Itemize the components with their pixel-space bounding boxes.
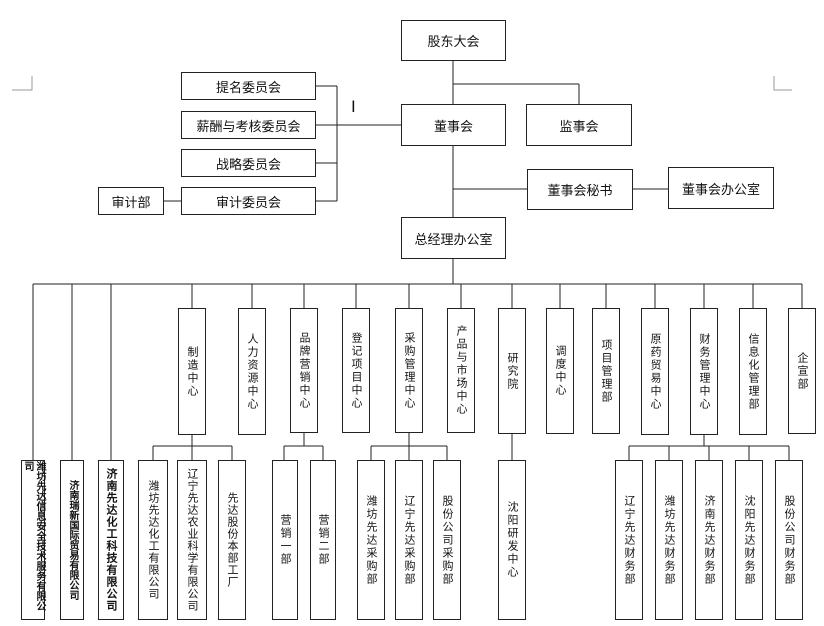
unit-label: 潍坊先达化工有限公司 xyxy=(147,480,160,600)
center-label: 人力资源中心 xyxy=(246,332,259,411)
center-label: 企宣部 xyxy=(796,351,809,391)
subsidiary-label: 济南瑞新国际贸易有限公司 xyxy=(67,480,78,600)
subsidiary-box-jinan-chem: 济南先达化工科技有限公司 xyxy=(98,460,124,620)
center-label: 原药贸易中心 xyxy=(649,332,662,411)
unit-label: 辽宁先达农业科学有限公司 xyxy=(186,468,199,612)
center-label: 调度中心 xyxy=(554,345,567,397)
text-cursor-mark: I xyxy=(351,97,356,116)
unit-label: 沈阳先达财务部 xyxy=(743,494,756,586)
unit-box-proc-liaoning: 辽宁先达采购部 xyxy=(395,460,423,620)
unit-label: 股份公司采购部 xyxy=(441,494,454,586)
unit-box-sales-2: 营销二部 xyxy=(310,460,336,620)
unit-box-proc-company: 股份公司采购部 xyxy=(433,460,461,620)
center-label: 财务管理中心 xyxy=(698,332,711,411)
center-label: 项目管理部 xyxy=(600,338,613,404)
shareholders-meeting-box: 股东大会 xyxy=(401,20,506,61)
center-box-brand-marketing: 品牌营销中心 xyxy=(290,308,318,433)
board-secretary-box: 董事会秘书 xyxy=(527,169,633,210)
board-office-box: 董事会办公室 xyxy=(668,167,774,209)
unit-label: 先达股份本部工厂 xyxy=(226,492,239,588)
unit-label: 营销一部 xyxy=(279,514,292,566)
audit-committee-box: 审计委员会 xyxy=(181,187,316,215)
unit-label: 潍坊先达财务部 xyxy=(663,494,676,586)
center-label: 采购管理中心 xyxy=(403,331,416,410)
center-box-it: 信息化管理部 xyxy=(739,308,767,435)
unit-box-fin-shenyang: 沈阳先达财务部 xyxy=(735,460,763,620)
center-box-procurement: 采购管理中心 xyxy=(395,308,423,433)
unit-label: 营销二部 xyxy=(317,514,330,566)
unit-box-shenyang-rd: 沈阳研发中心 xyxy=(498,460,526,620)
unit-box-fin-weifang: 潍坊先达财务部 xyxy=(655,460,683,620)
unit-box-fin-liaoning: 辽宁先达财务部 xyxy=(615,460,643,620)
general-manager-office-box: 总经理办公室 xyxy=(401,217,506,259)
center-box-dispatch: 调度中心 xyxy=(546,308,574,434)
compensation-committee-box: 薪酬与考核委员会 xyxy=(181,111,316,139)
unit-label: 潍坊先达采购部 xyxy=(365,494,378,586)
center-box-manufacturing: 制造中心 xyxy=(178,308,206,435)
page-corner-right xyxy=(773,76,792,91)
nomination-committee-box: 提名委员会 xyxy=(181,72,316,100)
center-label: 品牌营销中心 xyxy=(298,331,311,410)
unit-label: 股份公司财务部 xyxy=(783,494,796,586)
center-label: 产品与市场中心 xyxy=(455,325,468,416)
subsidiary-box-weifang-infosec: 潍坊先达信息安全技术服务有限公司 xyxy=(21,460,45,620)
subsidiary-label: 济南先达化工科技有限公司 xyxy=(105,468,118,612)
unit-box-headquarters-plant: 先达股份本部工厂 xyxy=(218,460,246,620)
unit-box-fin-jinan: 济南先达财务部 xyxy=(695,460,723,620)
unit-box-fin-company: 股份公司财务部 xyxy=(775,460,803,620)
center-box-project-management: 项目管理部 xyxy=(592,308,620,434)
unit-box-liaoning-agri: 辽宁先达农业科学有限公司 xyxy=(177,460,207,620)
unit-label: 辽宁先达财务部 xyxy=(623,494,636,586)
strategy-committee-box: 战略委员会 xyxy=(181,149,316,177)
center-box-research-institute: 研究院 xyxy=(498,308,526,434)
unit-box-weifang-chem: 潍坊先达化工有限公司 xyxy=(138,460,168,620)
center-box-raw-materials-trade: 原药贸易中心 xyxy=(641,308,669,435)
center-label: 制造中心 xyxy=(186,345,199,398)
unit-box-proc-weifang: 潍坊先达采购部 xyxy=(357,460,385,620)
center-label: 登记项目中心 xyxy=(350,331,363,410)
center-label: 研究院 xyxy=(506,351,519,391)
center-box-finance: 财务管理中心 xyxy=(690,308,718,435)
center-box-registration: 登记项目中心 xyxy=(342,308,370,433)
unit-label: 沈阳研发中心 xyxy=(506,501,519,579)
page-corner-left xyxy=(12,76,33,91)
center-box-enterprise-publicity: 企宣部 xyxy=(788,308,816,434)
board-of-directors-box: 董事会 xyxy=(401,104,506,146)
audit-department-box: 审计部 xyxy=(98,187,164,215)
unit-box-sales-1: 营销一部 xyxy=(272,460,298,620)
unit-label: 济南先达财务部 xyxy=(703,494,716,586)
center-label: 信息化管理部 xyxy=(747,332,760,411)
center-box-hr: 人力资源中心 xyxy=(238,308,266,435)
subsidiary-label: 潍坊先达信息安全技术服务有限公司 xyxy=(22,461,45,611)
supervisory-board-box: 监事会 xyxy=(526,104,632,146)
subsidiary-box-jinan-ruixin: 济南瑞新国际贸易有限公司 xyxy=(60,460,84,620)
unit-label: 辽宁先达采购部 xyxy=(403,494,416,586)
center-box-product-market: 产品与市场中心 xyxy=(447,308,475,433)
